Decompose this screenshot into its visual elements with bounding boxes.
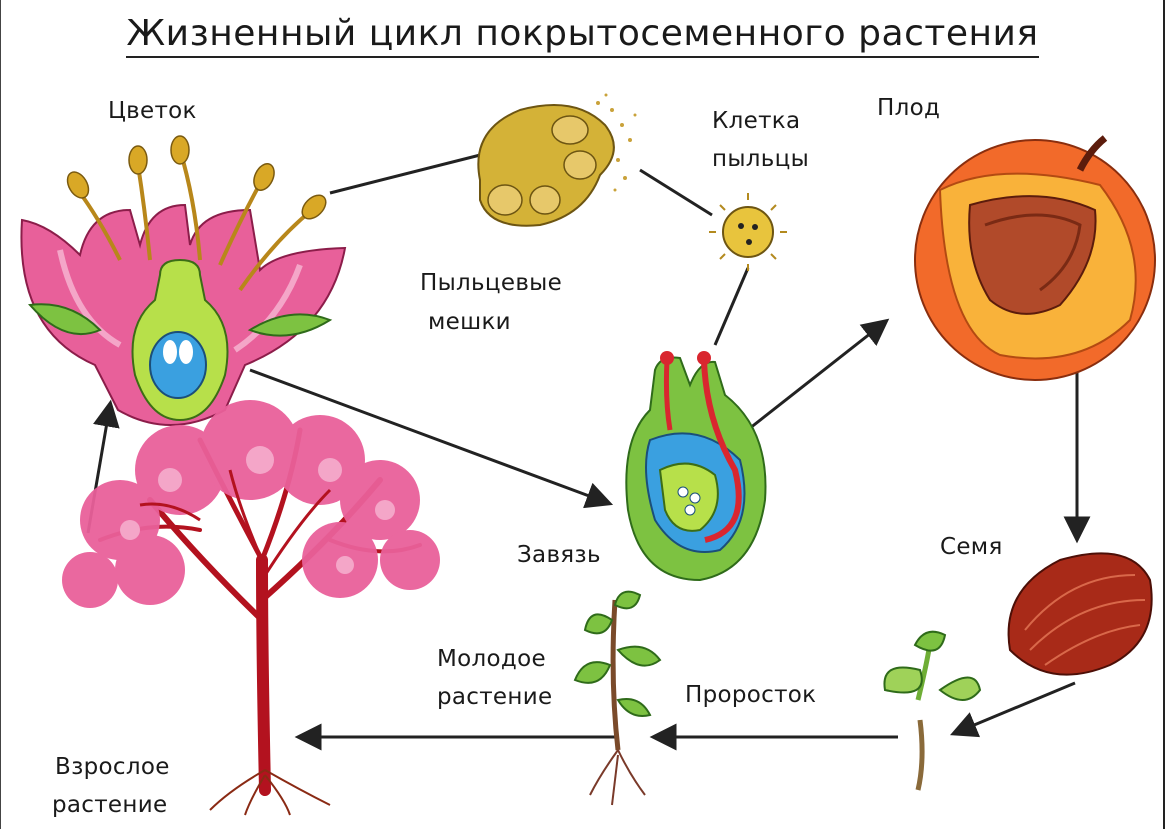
label-pollen-cell-line2: пыльцы bbox=[712, 144, 809, 174]
sprout-illustration bbox=[884, 632, 980, 790]
label-young-plant-line2: растение bbox=[437, 682, 552, 712]
label-fruit: Плод bbox=[877, 93, 940, 123]
connector-pollen-cell-to-ovary bbox=[715, 268, 748, 345]
label-sprout: Проросток bbox=[685, 680, 816, 710]
label-pollen-sacs-line1: Пыльцевые bbox=[420, 268, 562, 298]
pollen-cell-illustration bbox=[709, 193, 787, 271]
young-plant-illustration bbox=[575, 592, 660, 805]
flower-illustration bbox=[21, 136, 345, 425]
pollen-sacs-illustration bbox=[478, 94, 636, 226]
label-ovary: Завязь bbox=[517, 540, 601, 570]
label-pollen-cell-line1: Клетка bbox=[712, 106, 800, 136]
label-adult-plant-line1: Взрослое bbox=[55, 752, 170, 782]
fruit-illustration bbox=[915, 138, 1155, 380]
arrow-ovary-to-fruit bbox=[745, 322, 885, 432]
seed-illustration bbox=[1009, 553, 1152, 674]
label-pollen-sacs-line2: мешки bbox=[428, 307, 511, 337]
label-seed: Семя bbox=[940, 532, 1003, 562]
connector-flower-to-pollen-sacs bbox=[330, 150, 500, 193]
label-young-plant-line1: Молодое bbox=[437, 644, 546, 674]
ovary-illustration bbox=[626, 351, 765, 580]
label-flower: Цветок bbox=[108, 96, 197, 126]
label-adult-plant-line2: растение bbox=[52, 790, 167, 820]
connector-pollen-sacs-to-pollen-cell bbox=[640, 170, 712, 215]
